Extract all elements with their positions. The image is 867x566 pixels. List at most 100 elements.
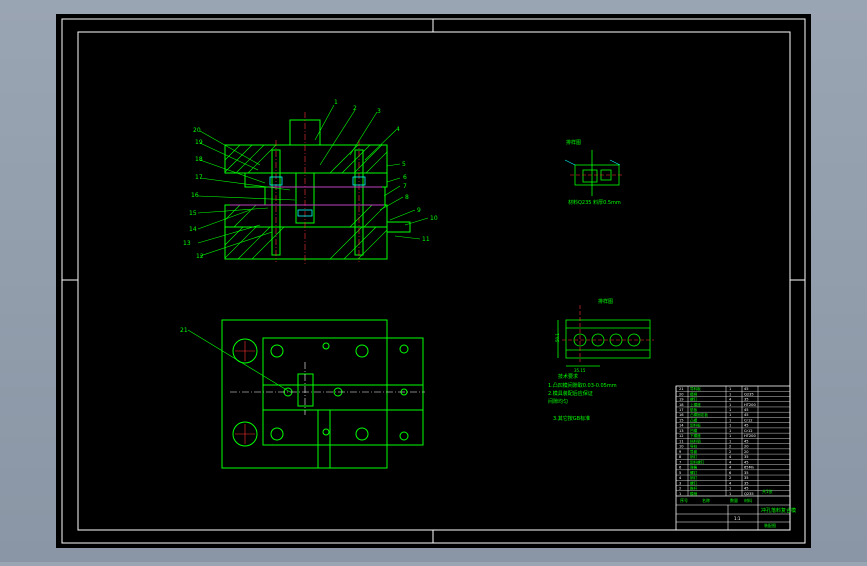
parts-list-cell: 4	[729, 460, 732, 464]
parts-list-cell: 19	[679, 398, 684, 402]
parts-list-cell: 4	[679, 476, 682, 480]
parts-list-cell: 挡料销	[690, 438, 701, 443]
parts-list-cell: 4	[729, 398, 732, 402]
plan-view[interactable]	[221, 319, 424, 469]
centering-marks	[62, 19, 805, 543]
dim-bottom: 35.15	[574, 368, 586, 373]
callout-label: 1	[334, 99, 338, 106]
callout-label: 9	[417, 207, 421, 214]
parts-list-cell: 45	[744, 408, 749, 412]
detail-top-note: 材料Q235 料厚0.5mm	[568, 199, 621, 206]
header-col: 数量	[730, 497, 738, 503]
parts-list-cell: 凹模	[690, 428, 698, 433]
parts-list-cell: 1	[729, 413, 731, 417]
parts-list-cell: 11	[679, 439, 684, 443]
parts-list-cell: 14	[679, 424, 684, 428]
parts-list-cell: 1	[729, 487, 731, 491]
parts-list-cell: 1	[729, 424, 731, 428]
parts-list-cell: 9	[679, 450, 682, 454]
parts-list-cell: 螺钉	[690, 397, 698, 402]
tech-note-line: 2.模具装配后应保证	[548, 390, 593, 397]
parts-list-cell: 16	[679, 413, 684, 417]
callout-label: 20	[193, 127, 201, 134]
parts-list-cell: 1	[679, 492, 681, 496]
parts-list-cell: 45	[744, 460, 749, 464]
section-magenta	[230, 186, 384, 206]
parts-list-cell: 35	[744, 398, 749, 402]
parts-list-cell: 1	[729, 418, 731, 422]
parts-list-cell: 20	[744, 450, 749, 454]
parts-list-cell: 销钉	[690, 475, 698, 480]
parts-list-cell: 45	[744, 439, 749, 443]
parts-list-cell: 5	[679, 471, 681, 475]
plan-callout: 21	[180, 327, 188, 334]
parts-list-cell: 6	[729, 471, 732, 475]
section-accents	[269, 176, 366, 217]
parts-list-cell: 4	[729, 466, 732, 470]
parts-list-cell: 17	[679, 408, 684, 412]
header-col: 材料	[744, 497, 752, 503]
section-leaders	[197, 104, 429, 257]
detail-top[interactable]: 排样图 材料Q235 料厚0.5mm	[564, 139, 624, 206]
callouts-top: 1 2 3 4	[334, 99, 400, 133]
parts-list-cell: 4	[729, 481, 732, 485]
parts-list-cell: 推杆	[690, 486, 698, 491]
callout-label: 3	[377, 108, 381, 115]
parts-list-cell: HT200	[744, 434, 756, 438]
scale-label: 1:1	[734, 516, 741, 521]
callout-label: 2	[353, 105, 357, 112]
detail-strip[interactable]: 排样图 50.1 35.15	[555, 298, 654, 373]
callout-label: 10	[430, 215, 438, 222]
plan-red-marks	[235, 341, 255, 444]
parts-list-cell: 1	[729, 439, 731, 443]
parts-list-cell: 2	[679, 487, 681, 491]
section-view[interactable]	[224, 119, 411, 260]
callouts-left: 20 19 18 17 16 15 14 13 12	[183, 127, 204, 260]
parts-list-cell: HT200	[744, 403, 756, 407]
parts-list-cell: 凸模固定板	[690, 412, 708, 417]
parts-list-cell: 35	[744, 471, 749, 475]
parts-list-cell: 垫板	[690, 407, 698, 412]
parts-list-cell: 上模座	[690, 402, 701, 407]
parts-list-cell: 15	[679, 418, 684, 422]
parts-list-cell: 卸料板	[690, 423, 701, 428]
parts-list-cell: 1	[729, 434, 731, 438]
callout-label: 17	[195, 174, 203, 181]
callout-label: 19	[195, 139, 203, 146]
callout-label: 8	[405, 194, 409, 201]
callout-label: 14	[189, 226, 197, 233]
header-col: 序号	[680, 497, 688, 503]
callout-label: 13	[183, 240, 191, 247]
parts-list-cell: 1	[729, 429, 731, 433]
parts-list-cell: 12	[679, 434, 684, 438]
parts-list-cell: 1	[729, 392, 731, 396]
parts-list-cell: 4	[729, 455, 732, 459]
parts-list-cell: 模柄	[690, 391, 698, 396]
dim-left: 50.1	[555, 333, 560, 342]
parts-list-cell: 2	[729, 450, 731, 454]
callout-label: 6	[403, 174, 407, 181]
detail-top-title: 排样图	[566, 139, 581, 146]
parts-list-cell: 导料板	[690, 386, 701, 391]
callout-label: 4	[396, 126, 400, 133]
parts-list-cell: 45	[744, 424, 749, 428]
parts-list-cell: 凸模	[690, 417, 698, 422]
tech-notes: 技术要求 1.凸凹模间隙取0.03-0.05mm 2.模具装配后应保证 间隙均匀…	[548, 373, 617, 422]
tech-notes-heading: 技术要求	[558, 373, 578, 380]
parts-list-cell: 销钉	[690, 454, 698, 459]
detail-strip-title: 排样图	[598, 298, 613, 305]
tech-note-line: 间隙均匀	[548, 398, 568, 405]
callout-label: 12	[196, 253, 204, 260]
drawing-title: 冲孔落料复合模	[761, 507, 796, 514]
parts-list-cell: 螺钉	[690, 480, 698, 485]
parts-list-cell: 35	[744, 481, 749, 485]
section-centerlines	[275, 112, 360, 264]
parts-list-cell: 13	[679, 429, 684, 433]
parts-list-cell: 8	[679, 455, 682, 459]
callout-label: 18	[195, 156, 203, 163]
parts-list-cell: 65Mn	[744, 466, 754, 470]
